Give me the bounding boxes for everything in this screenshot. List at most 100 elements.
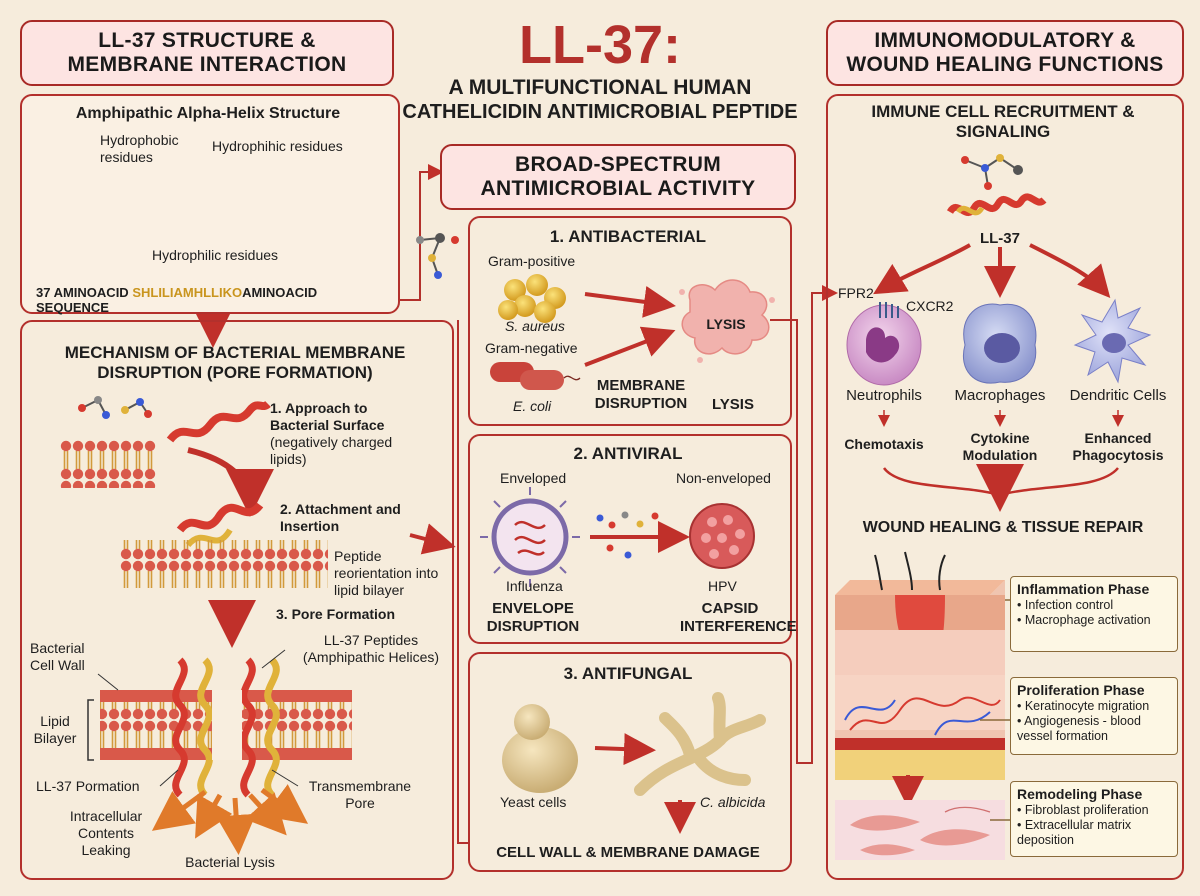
- molecule-middle: [416, 233, 459, 279]
- fungal-damage: CELL WALL & MEMBRANE DAMAGE: [496, 844, 760, 861]
- lysis-label: LYSIS: [712, 396, 754, 413]
- mechanism-title-line1: MECHANISM OF BACTERIAL MEMBRANE: [64, 343, 406, 362]
- subtitle-line1: A MULTIFUNCTIONAL HUMAN: [448, 76, 752, 99]
- label-cell-wall: Bacterial Cell Wall: [30, 640, 85, 673]
- middle-header-line1: BROAD-SPECTRUM: [514, 153, 722, 176]
- left-header: LL-37 STRUCTURE & MEMBRANE INTERACTION: [20, 20, 394, 86]
- step2-note: Peptide reorientation into lipid bilayer: [334, 548, 439, 598]
- right-header: IMMUNOMODULATORY & WOUND HEALING FUNCTIO…: [826, 20, 1184, 86]
- virus-molecules: [596, 511, 666, 559]
- s-aureus-label: S. aureus: [505, 318, 565, 334]
- sequence-post: AMINOACID SEQUENCE: [36, 285, 318, 315]
- dendritic-label: Dendritic Cells: [1069, 387, 1167, 404]
- fpr2-label: FPR2: [838, 285, 874, 301]
- cytokine-label: Cytokine Modulation: [962, 430, 1038, 463]
- proliferation-item-2: • Angiogenesis - blood vessel formation: [1017, 714, 1141, 743]
- e-coli-rods: [490, 362, 581, 390]
- mechanism-title-line2: DISRUPTION (PORE FORMATION): [97, 363, 373, 382]
- wound-title: WOUND HEALING & TISSUE REPAIR: [862, 519, 1144, 536]
- antifungal-title: 3. ANTIFUNGAL: [563, 664, 693, 683]
- inflammation-item-2: • Macrophage activation: [1017, 613, 1151, 627]
- neutrophil-cell: [846, 304, 922, 386]
- molecules-step1: [78, 396, 152, 419]
- antiviral-title: 2. ANTIVIRAL: [573, 444, 683, 463]
- membrane-disruption: MEMBRANE DISRUPTION: [594, 377, 688, 412]
- label-lysis: Bacterial Lysis: [185, 854, 275, 870]
- antiviral-box: [468, 434, 792, 644]
- influenza-label: Influenza: [506, 578, 563, 594]
- subtitle-line2: CATHELICIDIN ANTIMICROBIAL PEPTIDE: [402, 101, 798, 123]
- right-header-line2: WOUND HEALING FUNCTIONS: [846, 53, 1164, 76]
- label-peptides: LL-37 Peptides (Amphipathic Helices): [302, 632, 440, 665]
- recruit-title: IMMUNE CELL RECRUITMENT & SIGNALING: [871, 102, 1135, 141]
- macrophage-cell: [963, 303, 1037, 384]
- yeast-cells: [502, 704, 578, 793]
- membrane-1: [60, 440, 156, 488]
- inflammation-phase: Inflammation Phase • Infection control •…: [1010, 576, 1178, 652]
- proliferation-phase: Proliferation Phase • Keratinocyte migra…: [1010, 677, 1178, 755]
- s-aureus-cluster: [498, 274, 566, 323]
- middle-header: BROAD-SPECTRUM ANTIMICROBIAL ACTIVITY: [440, 144, 796, 210]
- gram-positive: Gram-positive: [488, 253, 576, 269]
- hpv-label: HPV: [708, 578, 737, 594]
- left-header-line2: MEMBRANE INTERACTION: [67, 53, 347, 76]
- dendritic-cell: [1073, 298, 1152, 384]
- legend-hydrophilic: Hydrophihic residues: [212, 138, 343, 154]
- pore-helices: [172, 657, 280, 798]
- skin-cross-section: [835, 551, 1005, 780]
- antibacterial-title: 1. ANTIBACTERIAL: [549, 227, 707, 246]
- antibacterial-box: [468, 216, 792, 426]
- influenza-virion: [480, 487, 580, 587]
- main-title: LL-37:: [519, 15, 681, 75]
- right-panel: [826, 94, 1184, 880]
- label-pormation: LL-37 Pormation: [36, 778, 140, 794]
- receptor-glyph: [879, 302, 899, 318]
- step1-title: 1. Approach to Bacterial Surface: [270, 400, 385, 433]
- ll37-label: LL-37: [979, 230, 1020, 247]
- proliferation-title: Proliferation Phase: [1017, 682, 1145, 698]
- c-albicans-hyphae: [634, 692, 766, 796]
- e-coli-label: E. coli: [513, 398, 552, 414]
- step1-note: (negatively charged lipids): [270, 434, 393, 467]
- antifungal-box: [468, 652, 792, 872]
- label-pore: Transmembrane Pore: [308, 778, 412, 811]
- right-header-line1: IMMUNOMODULATORY &: [874, 29, 1136, 52]
- ll37-molecule: [961, 154, 1023, 190]
- yeast-label: Yeast cells: [500, 794, 567, 810]
- capsid-interference: CAPSID INTERFERENCE: [680, 600, 797, 635]
- chemotaxis-label: Chemotaxis: [844, 436, 924, 452]
- fibroblast-layer: [835, 800, 1005, 860]
- remodeling-phase: Remodeling Phase • Fibroblast proliferat…: [1010, 781, 1178, 857]
- gram-negative: Gram-negative: [485, 340, 578, 356]
- c-albicida-label: C. albicida: [700, 794, 766, 810]
- label-leak: Intracellular Contents Leaking: [69, 808, 143, 858]
- macrophages-label: Macrophages: [954, 387, 1046, 404]
- phagocytosis-label: Enhanced Phagocytosis: [1072, 430, 1164, 463]
- remodeling-item-2: • Extracellular matrix deposition: [1017, 818, 1132, 847]
- sequence-line: 37 AMINOACID SHLILIAMHLLIKOAMINOACID SEQ…: [36, 285, 386, 315]
- middle-header-line2: ANTIMICROBIAL ACTIVITY: [480, 177, 756, 200]
- step3-title: 3. Pore Formation: [276, 606, 396, 622]
- inflammation-title: Inflammation Phase: [1017, 581, 1150, 597]
- bracket-label: Hydrophilic residues: [151, 247, 279, 263]
- cxcr2-label: CXCR2: [906, 298, 954, 314]
- envelope-disruption: ENVELOPE DISRUPTION: [486, 600, 580, 635]
- structure-box: [20, 94, 400, 314]
- inflammation-item-1: • Infection control: [1017, 598, 1114, 612]
- label-bilayer: Lipid Bilayer: [33, 713, 77, 746]
- membrane-2: [120, 540, 328, 588]
- sequence-mid: SHLILIAMHLLIKO: [132, 285, 243, 300]
- sequence-pre: 37 AMINOACID: [36, 285, 133, 300]
- lysis-blob: [681, 279, 770, 355]
- neutrophils-label: Neutrophils: [846, 387, 922, 404]
- structure-title: Amphipathic Alpha-Helix Structure: [75, 105, 341, 122]
- step2-title: 2. Attachment and Insertion: [280, 501, 401, 534]
- left-header-line1: LL-37 STRUCTURE &: [98, 29, 316, 52]
- remodeling-item-1: • Fibroblast proliferation: [1017, 803, 1149, 817]
- lysis-blob-label: LYSIS: [706, 316, 746, 332]
- legend-hydrophobic: Hydrophobic residues: [100, 132, 179, 165]
- proliferation-item-1: • Keratinocyte migration: [1017, 699, 1150, 713]
- enveloped: Enveloped: [500, 470, 567, 486]
- remodeling-title: Remodeling Phase: [1017, 786, 1143, 802]
- mechanism-panel: [20, 320, 454, 880]
